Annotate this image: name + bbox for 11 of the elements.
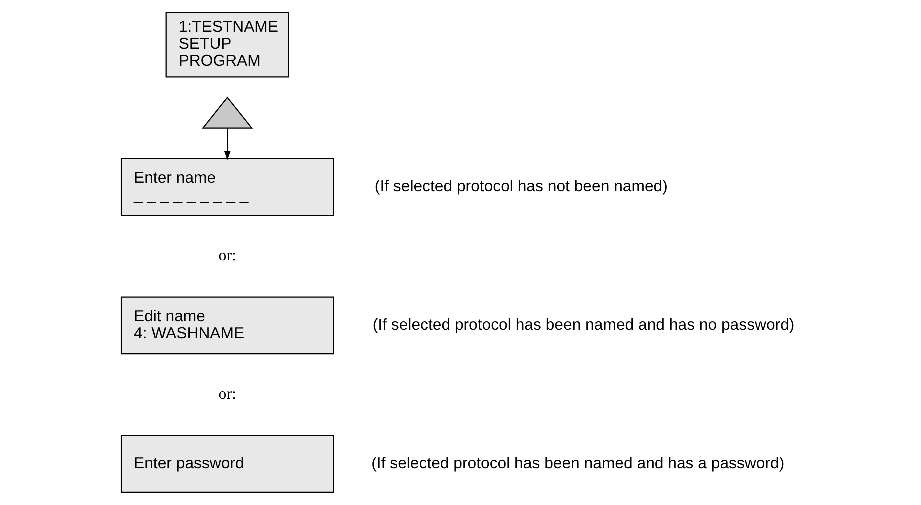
node-box: Enter name _ _ _ _ _ _ _ _ _ <box>120 158 334 216</box>
label: or: <box>218 386 236 404</box>
label: or: <box>218 248 236 265</box>
node-box: Edit name 4: WASHNAME <box>120 296 334 355</box>
arrow <box>224 128 230 160</box>
node-label: (If selected protocol has been named and has a password) <box>371 455 784 472</box>
node-box: 1:TESTNAME SETUP PROGRAM <box>165 12 289 78</box>
node-triangle <box>202 96 253 129</box>
node-label: (If selected protocol has not been named) <box>374 178 668 196</box>
node-label: (If selected protocol has been named and has no password) <box>372 316 794 334</box>
node-box: Enter password <box>120 435 334 493</box>
